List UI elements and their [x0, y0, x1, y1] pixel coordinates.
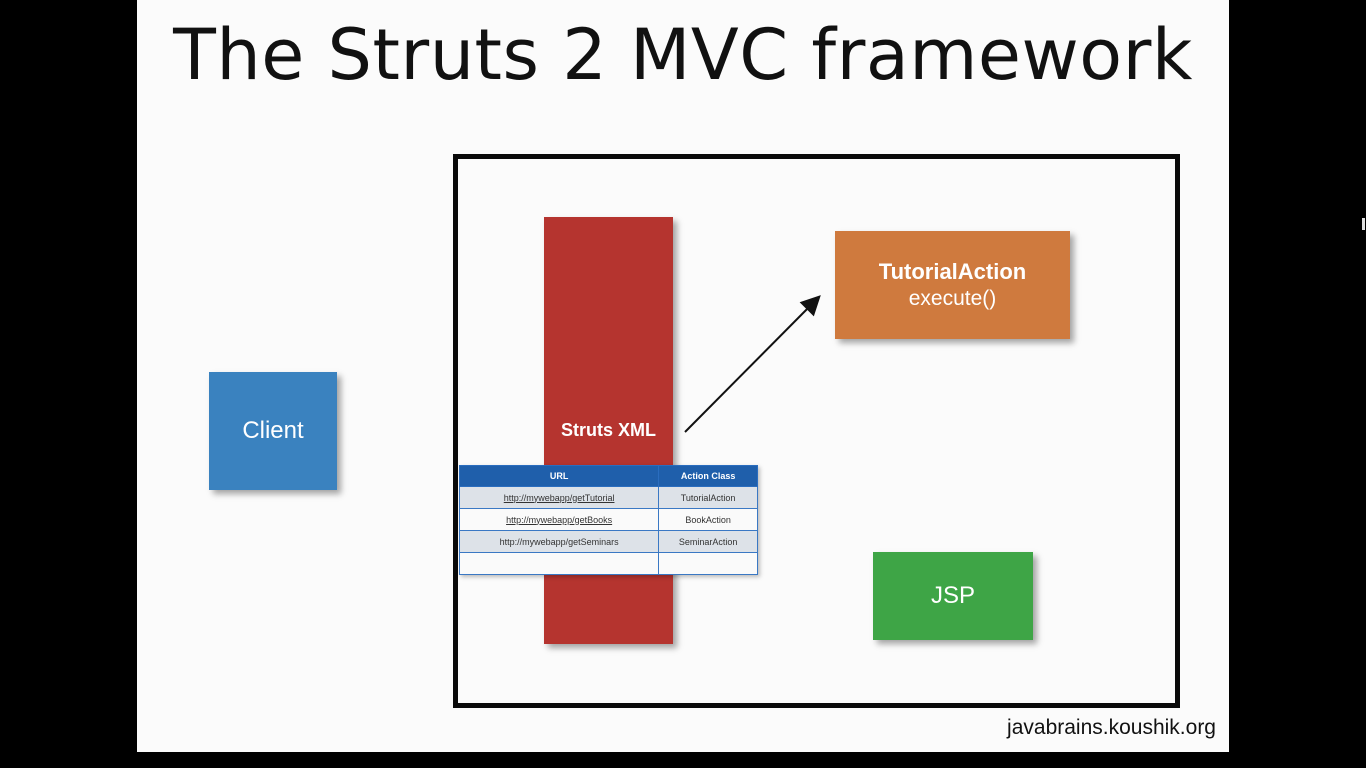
url-column-header: URL — [458, 465, 660, 487]
action-method: execute() — [908, 287, 997, 310]
client-box: Client — [209, 372, 337, 490]
url-cell: http://mywebapp/getBooks — [458, 508, 660, 531]
arrow-to-action — [684, 295, 821, 433]
action-class-cell: TutorialAction — [658, 486, 758, 509]
tutorial-action-box: TutorialAction execute() — [835, 231, 1070, 339]
action-class-cell: SeminarAction — [658, 530, 758, 553]
table-row: http://mywebapp/getBooks BookAction — [458, 508, 758, 531]
client-label: Client — [242, 417, 304, 444]
url-cell: http://mywebapp/getTutorial — [458, 486, 660, 509]
action-class-column-header: Action Class — [658, 465, 758, 487]
url-cell: http://mywebapp/getSeminars — [458, 530, 660, 553]
table-row — [458, 552, 758, 575]
action-class-cell: BookAction — [658, 508, 758, 531]
table-row: http://mywebapp/getTutorial TutorialActi… — [458, 486, 758, 509]
url-mapping-table: URL Action Class http://mywebapp/getTuto… — [458, 465, 758, 575]
table-header-row: URL Action Class — [458, 465, 758, 487]
slide-title: The Struts 2 MVC framework — [173, 14, 1193, 96]
jsp-box: JSP — [873, 552, 1033, 640]
url-cell — [458, 552, 660, 575]
footer-credit: javabrains.koushik.org — [1007, 716, 1216, 739]
action-name: TutorialAction — [878, 259, 1027, 284]
jsp-label: JSP — [930, 582, 975, 609]
action-class-cell — [658, 552, 758, 575]
struts-xml-label: Struts XML — [560, 420, 656, 440]
slide: The Struts 2 MVC framework Client Struts… — [137, 0, 1229, 752]
table-row: http://mywebapp/getSeminars SeminarActio… — [458, 530, 758, 553]
edge-cursor-mark — [1362, 218, 1365, 230]
